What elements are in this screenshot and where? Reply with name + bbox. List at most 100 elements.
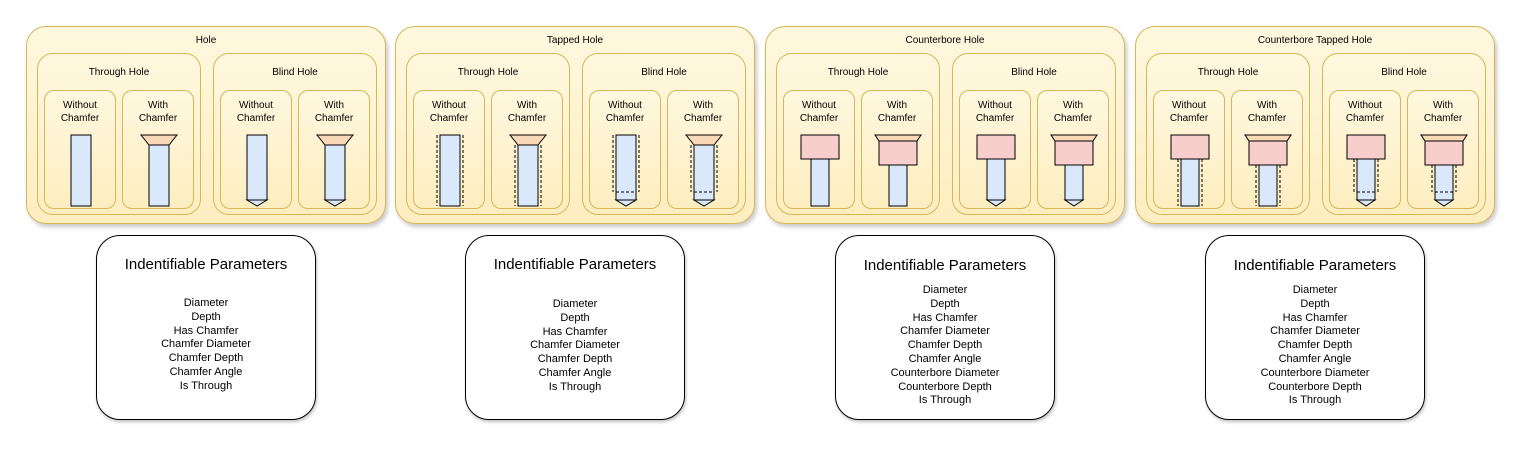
- drill-point-shape: [1355, 199, 1377, 207]
- drill-point-shape: [323, 199, 347, 207]
- parameter-item: Counterbore Depth: [898, 380, 992, 393]
- bore-shape: [70, 134, 92, 207]
- parameter-item: Has Chamfer: [173, 324, 239, 337]
- chamfer-shape: [1244, 134, 1292, 142]
- variant-label: With Chamfer: [1247, 100, 1287, 124]
- parameter-item: Diameter: [1292, 284, 1338, 296]
- bore-shape: [810, 158, 830, 207]
- counterbore-hole-shape: [1050, 134, 1098, 207]
- counterbore-shape: [1346, 134, 1386, 160]
- variant-without-chamfer: Without Chamfer: [589, 90, 661, 209]
- bore-shape: [439, 134, 461, 207]
- chamfer-shape: [1050, 134, 1098, 142]
- drill-point-shape: [985, 199, 1007, 207]
- counterbore-shape: [1170, 134, 1210, 160]
- blind-hole-group: Blind Hole Without Chamfer With Chamfer: [1322, 53, 1486, 215]
- counterbore-hole-family-panel: Counterbore Hole Through Hole Without Ch…: [765, 26, 1125, 224]
- parameter-item: Chamfer Angle: [538, 366, 612, 379]
- group-title: Blind Hole: [1011, 67, 1057, 78]
- counterbore-tapped-hole-shape: [1244, 134, 1292, 207]
- variant-label: Without Chamfer: [799, 100, 839, 124]
- counterbore-shape: [976, 134, 1016, 160]
- drill-point-shape: [245, 199, 269, 207]
- parameter-item: Chamfer Angle: [169, 365, 243, 378]
- drill-point-shape: [1433, 199, 1455, 207]
- hole-shape: [70, 134, 92, 207]
- variant-label: Without Chamfer: [1345, 100, 1385, 124]
- parameter-item: Counterbore Diameter: [890, 366, 1000, 379]
- variant-with-chamfer: With Chamfer: [298, 90, 370, 209]
- variant-label: Without Chamfer: [236, 100, 276, 124]
- bore-shape: [324, 144, 346, 201]
- group-title: Blind Hole: [641, 67, 687, 78]
- bore-shape: [1356, 158, 1376, 201]
- hole-shape: [245, 134, 269, 207]
- parameter-item: Chamfer Angle: [908, 352, 982, 365]
- tapped-hole-family-panel: Tapped Hole Through Hole Without Chamfer…: [395, 26, 755, 224]
- variant-with-chamfer: With Chamfer: [1037, 90, 1109, 209]
- parameter-item: Chamfer Diameter: [900, 325, 990, 338]
- variant-label: With Chamfer: [1053, 100, 1093, 124]
- counterbore-shape: [1248, 140, 1288, 166]
- parameter-item: Chamfer Diameter: [530, 339, 620, 352]
- group-title: Through Hole: [88, 67, 150, 78]
- tapped-hole-shape: [436, 134, 464, 207]
- counterbore-tapped-hole-shape: [1346, 134, 1386, 207]
- parameter-item: Is Through: [548, 380, 602, 393]
- parameter-item: Depth: [1300, 297, 1330, 310]
- parameter-item: Chamfer Diameter: [1270, 325, 1360, 338]
- parameter-item: Depth: [560, 311, 590, 324]
- variant-with-chamfer: With Chamfer: [1407, 90, 1479, 209]
- variant-without-chamfer: Without Chamfer: [1153, 90, 1225, 209]
- bore-shape: [1258, 164, 1278, 207]
- parameter-item: Depth: [930, 297, 960, 310]
- variant-without-chamfer: Without Chamfer: [44, 90, 116, 209]
- parameter-item: Diameter: [922, 284, 968, 296]
- drill-point-shape: [614, 199, 638, 207]
- bore-shape: [615, 134, 637, 201]
- parameter-item: Counterbore Depth: [1268, 380, 1362, 393]
- variant-without-chamfer: Without Chamfer: [959, 90, 1031, 209]
- blind-hole-group: Blind Hole Without Chamfer With Chamfer: [582, 53, 746, 215]
- parameters-title: Indentifiable Parameters: [863, 257, 1027, 274]
- parameter-item: Chamfer Depth: [907, 339, 983, 352]
- group-title: Through Hole: [1197, 67, 1259, 78]
- through-hole-group: Through Hole Without Chamfer With Chamfe…: [776, 53, 940, 215]
- tapped-hole-shape: [508, 134, 548, 207]
- chamfer-shape: [315, 134, 355, 146]
- variant-with-chamfer: With Chamfer: [122, 90, 194, 209]
- counterbore-shape: [1054, 140, 1094, 166]
- variant-label: With Chamfer: [507, 100, 547, 124]
- variant-label: With Chamfer: [683, 100, 723, 124]
- drill-point-shape: [692, 199, 716, 207]
- group-title: Blind Hole: [1381, 67, 1427, 78]
- chamfer-shape: [684, 134, 724, 146]
- chamfer-shape: [1420, 134, 1468, 142]
- bore-shape: [246, 134, 268, 201]
- variant-without-chamfer: Without Chamfer: [1329, 90, 1401, 209]
- variant-with-chamfer: With Chamfer: [1231, 90, 1303, 209]
- counterbore-tapped-hole-shape: [1170, 134, 1210, 207]
- variant-label: Without Chamfer: [975, 100, 1015, 124]
- parameter-item: Diameter: [552, 298, 598, 310]
- parameter-item: Chamfer Depth: [1277, 339, 1353, 352]
- group-title: Through Hole: [457, 67, 519, 78]
- variant-label: With Chamfer: [877, 100, 917, 124]
- family-title: Hole: [195, 35, 217, 46]
- bore-shape: [1064, 164, 1084, 201]
- hole-family-panel: Hole Through Hole Without Chamfer With C…: [26, 26, 386, 224]
- parameter-item: Is Through: [918, 394, 972, 407]
- parameters-title: Indentifiable Parameters: [1233, 257, 1397, 274]
- parameter-item: Is Through: [179, 379, 233, 392]
- blind-hole-group: Blind Hole Without Chamfer With Chamfer: [213, 53, 377, 215]
- variant-without-chamfer: Without Chamfer: [413, 90, 485, 209]
- counterbore-hole-shape: [874, 134, 922, 207]
- counterbore-shape: [1424, 140, 1464, 166]
- parameter-item: Chamfer Angle: [1278, 352, 1352, 365]
